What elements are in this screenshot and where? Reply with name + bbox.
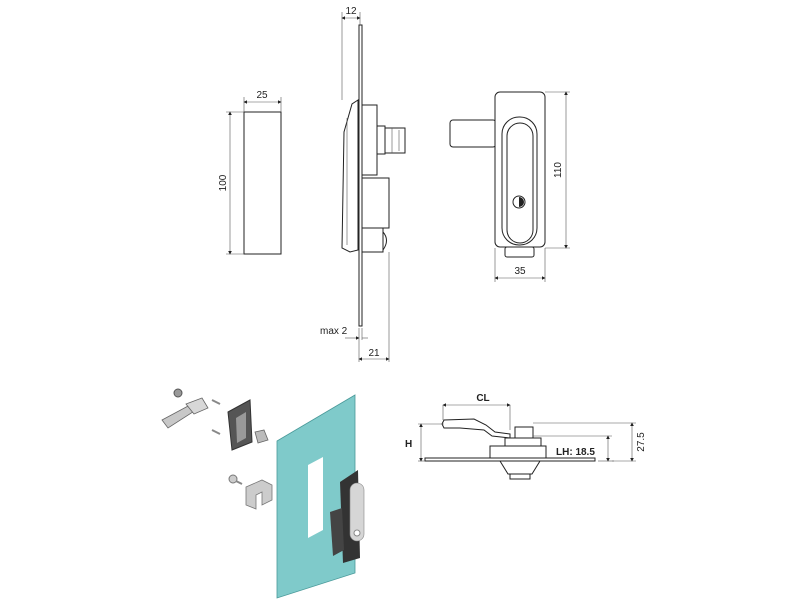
escutcheon-profile: [341, 99, 359, 253]
cam-bracket: [161, 388, 221, 435]
side-view: 12 max 2 21: [320, 6, 406, 362]
rear-cup: [499, 460, 541, 475]
flange-depth-label: 12: [345, 6, 357, 17]
total-height-label: 27.5: [636, 432, 647, 452]
lever-height-label: LH: 18.5: [556, 447, 595, 458]
retaining-clip: [228, 474, 273, 510]
section-view: CL H LH: 18.5 27.5: [405, 393, 647, 480]
cutout-rectangle: [243, 111, 282, 255]
cam-assembly: [384, 127, 406, 154]
installed-handle: [330, 470, 365, 563]
width-dimension-label: 25: [256, 90, 268, 101]
isometric-view: [161, 388, 365, 599]
lever-profile: [441, 418, 511, 439]
cutout-block-view: 25 100: [218, 90, 282, 255]
rear-depth-label: 21: [368, 348, 380, 359]
body-height-label: 110: [553, 162, 564, 178]
handle-height-label: H: [405, 439, 412, 450]
body-upper: [361, 104, 378, 176]
body-width-label: 35: [514, 266, 526, 277]
panel-cutout: [308, 457, 323, 538]
centerline-label: CL: [476, 393, 489, 404]
housing: [489, 445, 547, 459]
handle-lever: [449, 119, 497, 148]
body-lower: [361, 177, 390, 229]
mounting-frame: [227, 399, 269, 451]
front-view: 110 35: [449, 91, 570, 282]
height-dimension-label: 100: [218, 174, 229, 191]
panel-thickness-label: max 2: [320, 326, 348, 337]
